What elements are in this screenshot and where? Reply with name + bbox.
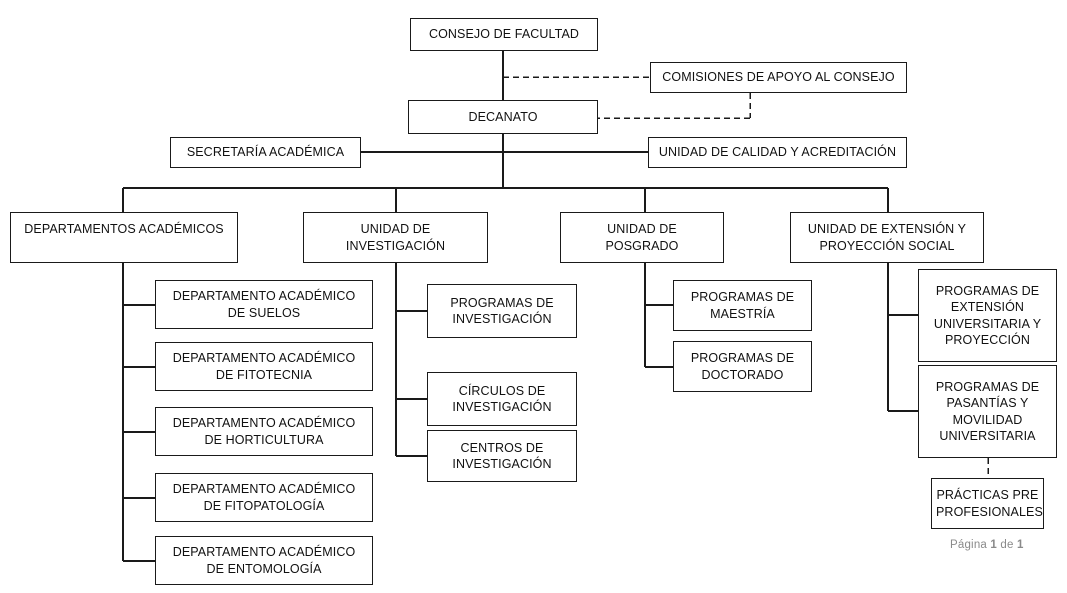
node-label: DEPARTAMENTO ACADÉMICO DE SUELOS	[172, 289, 356, 320]
node-comisiones-de-apoyo-al-consejo[interactable]: COMISIONES DE APOYO AL CONSEJO	[650, 62, 907, 93]
node-unidad-de-posgrado[interactable]: UNIDAD DE POSGRADO	[560, 212, 724, 263]
node-label: PROGRAMAS DE INVESTIGACIÓN	[450, 295, 554, 327]
node-label: DEPARTAMENTO ACADÉMICO DE HORTICULTURA	[172, 416, 356, 447]
node-unidad-de-calidad-y-acreditacion[interactable]: UNIDAD DE CALIDAD Y ACREDITACIÓN	[648, 137, 907, 168]
node-programas-de-extension-universitaria-y-proyeccion[interactable]: PROGRAMAS DE EXTENSIÓN UNIVERSITARIA Y P…	[918, 269, 1057, 362]
footer-prefix: Página	[950, 539, 991, 551]
page-footer: Página 1 de 1	[950, 539, 1024, 551]
node-unidad-de-investigacion[interactable]: UNIDAD DE INVESTIGACIÓN	[303, 212, 488, 263]
footer-current-page: 1	[990, 539, 998, 551]
node-label: PROGRAMAS DE EXTENSIÓN UNIVERSITARIA Y P…	[933, 283, 1042, 348]
node-label: UNIDAD DE CALIDAD Y ACREDITACIÓN	[658, 145, 897, 160]
node-programas-de-investigacion[interactable]: PROGRAMAS DE INVESTIGACIÓN	[427, 284, 577, 338]
node-label: DEPARTAMENTOS ACADÉMICOS	[24, 222, 224, 236]
node-departamento-academico-de-entomologia[interactable]: DEPARTAMENTO ACADÉMICO DE ENTOMOLOGÍA	[155, 536, 373, 585]
footer-total-pages: 1	[1017, 539, 1024, 551]
node-label: COMISIONES DE APOYO AL CONSEJO	[662, 70, 895, 85]
node-label: PRÁCTICAS PRE PROFESIONALES	[936, 488, 1043, 519]
node-programas-de-pasantias-y-movilidad-universitaria[interactable]: PROGRAMAS DE PASANTÍAS Y MOVILIDAD UNIVE…	[918, 365, 1057, 458]
node-practicas-pre-profesionales[interactable]: PRÁCTICAS PRE PROFESIONALES	[931, 478, 1044, 529]
node-label: CENTROS DE INVESTIGACIÓN	[452, 440, 552, 472]
node-label: PROGRAMAS DE DOCTORADO	[690, 351, 795, 382]
node-departamento-academico-de-horticultura[interactable]: DEPARTAMENTO ACADÉMICO DE HORTICULTURA	[155, 407, 373, 456]
node-departamentos-academicos[interactable]: DEPARTAMENTOS ACADÉMICOS	[10, 212, 238, 263]
node-circulos-de-investigacion[interactable]: CÍRCULOS DE INVESTIGACIÓN	[427, 372, 577, 426]
node-label: DEPARTAMENTO ACADÉMICO DE ENTOMOLOGÍA	[172, 545, 356, 576]
node-secretaria-academica[interactable]: SECRETARÍA ACADÉMICA	[170, 137, 361, 168]
node-label: DEPARTAMENTO ACADÉMICO DE FITOTECNIA	[172, 351, 356, 382]
node-consejo-de-facultad[interactable]: CONSEJO DE FACULTAD	[410, 18, 598, 51]
node-unidad-de-extension-y-proyeccion-social[interactable]: UNIDAD DE EXTENSIÓN Y PROYECCIÓN SOCIAL	[790, 212, 984, 263]
node-label: DECANATO	[468, 109, 538, 124]
node-label: PROGRAMAS DE MAESTRÍA	[690, 290, 795, 321]
node-label: UNIDAD DE INVESTIGACIÓN	[345, 222, 446, 253]
node-label: CONSEJO DE FACULTAD	[428, 27, 580, 42]
node-decanato[interactable]: DECANATO	[408, 100, 598, 134]
node-label: UNIDAD DE POSGRADO	[605, 222, 679, 253]
footer-separator: de	[997, 539, 1017, 551]
node-departamento-academico-de-fitotecnia[interactable]: DEPARTAMENTO ACADÉMICO DE FITOTECNIA	[155, 342, 373, 391]
node-programas-de-maestria[interactable]: PROGRAMAS DE MAESTRÍA	[673, 280, 812, 331]
node-centros-de-investigacion[interactable]: CENTROS DE INVESTIGACIÓN	[427, 430, 577, 482]
node-label: UNIDAD DE EXTENSIÓN Y PROYECCIÓN SOCIAL	[807, 222, 967, 253]
node-departamento-academico-de-suelos[interactable]: DEPARTAMENTO ACADÉMICO DE SUELOS	[155, 280, 373, 329]
node-label: CÍRCULOS DE INVESTIGACIÓN	[452, 383, 552, 415]
node-label: SECRETARÍA ACADÉMICA	[186, 145, 345, 160]
node-label: DEPARTAMENTO ACADÉMICO DE FITOPATOLOGÍA	[172, 482, 356, 513]
node-label: PROGRAMAS DE PASANTÍAS Y MOVILIDAD UNIVE…	[935, 379, 1040, 444]
node-programas-de-doctorado[interactable]: PROGRAMAS DE DOCTORADO	[673, 341, 812, 392]
node-departamento-academico-de-fitopatologia[interactable]: DEPARTAMENTO ACADÉMICO DE FITOPATOLOGÍA	[155, 473, 373, 522]
